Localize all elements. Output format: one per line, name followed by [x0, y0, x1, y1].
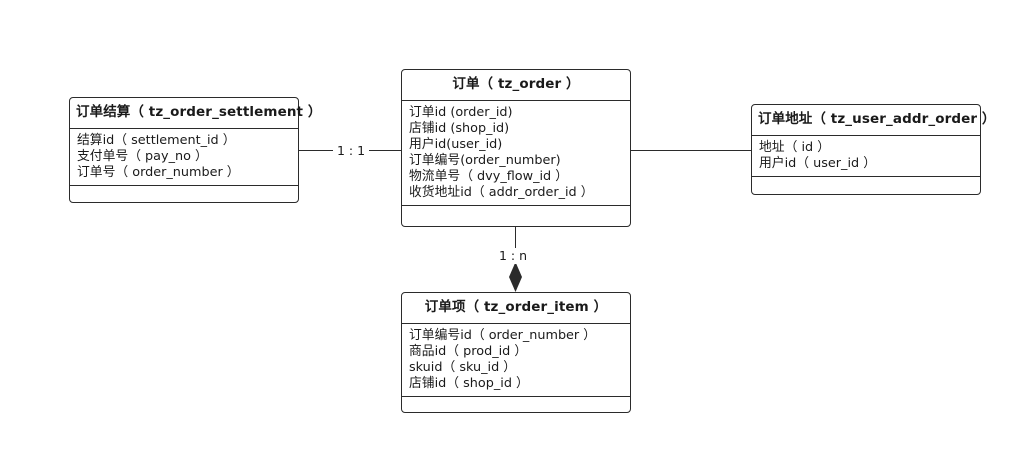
entity-footer-tz-order-item	[402, 397, 630, 421]
attribute-row: 结算id（ settlement_id ）	[77, 132, 236, 148]
attribute-row: 用户id（ user_id ）	[759, 155, 876, 171]
attribute-row: 订单id (order_id)	[409, 104, 513, 120]
entity-tz-order-item[interactable]: 订单项（ tz_order_item ） 订单编号id（ order_numbe…	[401, 292, 631, 413]
attribute-row: 收货地址id（ addr_order_id ）	[409, 184, 594, 200]
entity-footer-tz-order-settlement	[70, 186, 298, 210]
entity-tz-order[interactable]: 订单（ tz_order ） 订单id (order_id) 店铺id (sho…	[401, 69, 631, 227]
attribute-row: 物流单号（ dvy_flow_id ）	[409, 168, 569, 184]
attribute-row: 支付单号（ pay_no ）	[77, 148, 208, 164]
attribute-row: 订单号（ order_number ）	[77, 164, 240, 180]
attribute-row: 店铺id (shop_id)	[409, 120, 510, 136]
entity-tz-order-settlement[interactable]: 订单结算（ tz_order_settlement ） 结算id（ settle…	[69, 97, 321, 203]
relationship-label-one-to-one: 1 : 1	[333, 143, 370, 159]
entity-tz-user-addr-order[interactable]: 订单地址（ tz_user_addr_order ） 地址（ id ） 用户id…	[751, 104, 995, 195]
entity-title-tz-order-settlement: 订单结算（ tz_order_settlement ）	[70, 98, 321, 129]
entity-title-tz-user-addr-order: 订单地址（ tz_user_addr_order ）	[752, 105, 995, 136]
attribute-row: 店铺id（ shop_id ）	[409, 375, 529, 391]
attribute-row: 商品id（ prod_id ）	[409, 343, 528, 359]
entity-attributes-tz-order-item: 订单编号id（ order_number ） 商品id（ prod_id ） s…	[402, 324, 630, 397]
attribute-row: skuid（ sku_id ）	[409, 359, 517, 375]
entity-title-tz-order: 订单（ tz_order ）	[402, 70, 630, 101]
entity-title-tz-order-item: 订单项（ tz_order_item ）	[402, 293, 630, 324]
entity-attributes-tz-order-settlement: 结算id（ settlement_id ） 支付单号（ pay_no ） 订单号…	[70, 129, 298, 186]
attribute-row: 用户id(user_id)	[409, 136, 503, 152]
attribute-row: 地址（ id ）	[759, 139, 831, 155]
filled-diamond-marker	[507, 262, 524, 292]
relationship-label-one-to-many: 1 : n	[495, 248, 532, 264]
connector-order-to-address	[630, 150, 752, 151]
entity-attributes-tz-order: 订单id (order_id) 店铺id (shop_id) 用户id(user…	[402, 101, 630, 206]
entity-footer-tz-user-addr-order	[752, 177, 980, 201]
attribute-row: 订单编号id（ order_number ）	[409, 327, 597, 343]
attribute-row: 订单编号(order_number)	[409, 152, 561, 168]
entity-attributes-tz-user-addr-order: 地址（ id ） 用户id（ user_id ）	[752, 136, 980, 177]
entity-footer-tz-order	[402, 206, 630, 230]
